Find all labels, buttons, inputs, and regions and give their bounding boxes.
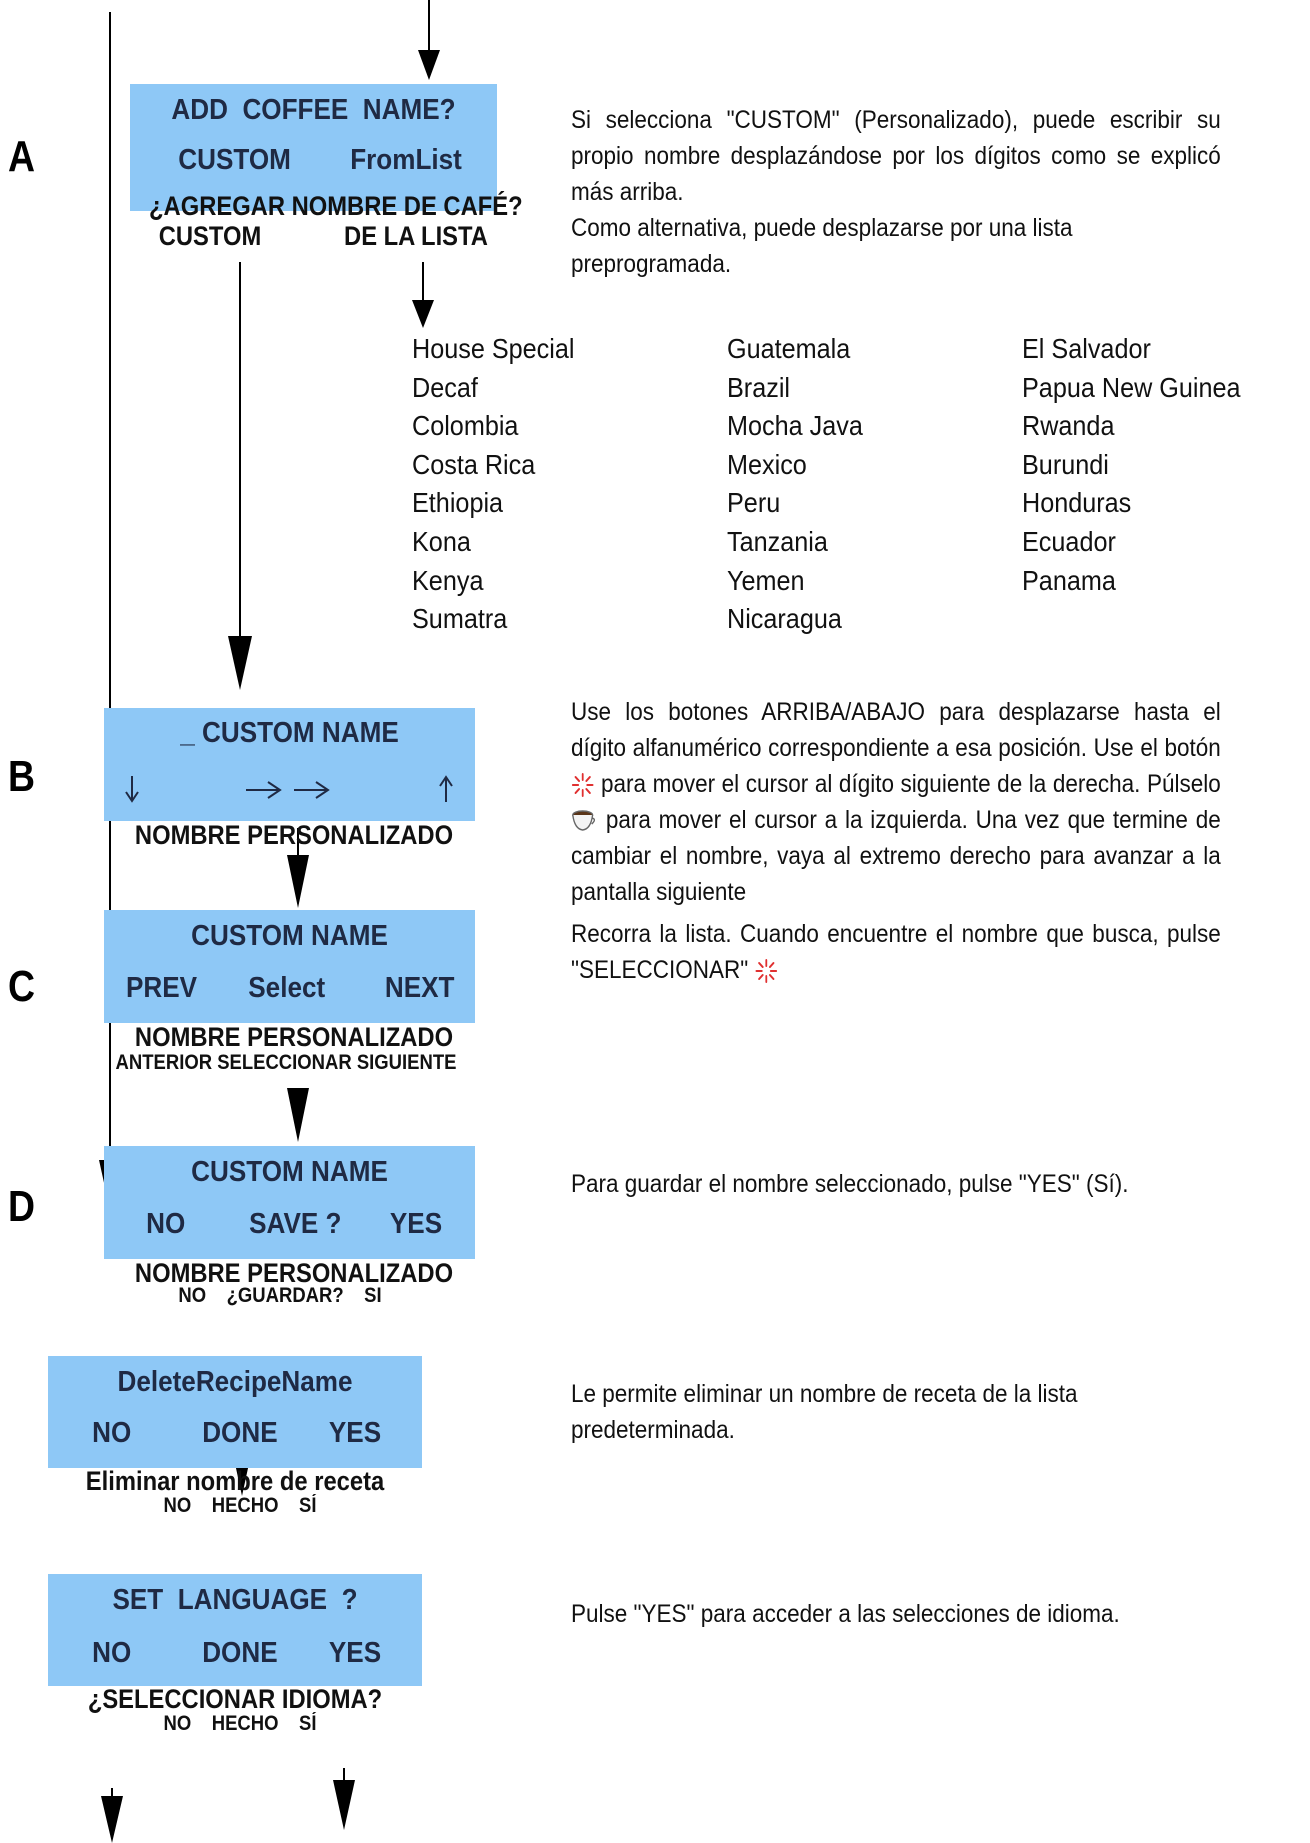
list-item: Honduras xyxy=(1022,487,1132,519)
save-prompt: SAVE ? xyxy=(249,1208,342,1240)
next-button[interactable]: NEXT xyxy=(384,972,455,1004)
caption-delete-recipe: Eliminar nombre de receta xyxy=(85,1466,385,1496)
list-item: Panama xyxy=(1022,564,1116,596)
note-language: Pulse "YES" para acceder a las seleccion… xyxy=(571,1600,1120,1628)
list-item: Burundi xyxy=(1022,448,1109,480)
list-item: Kenya xyxy=(412,564,484,596)
lcd-set-language: SET LANGUAGE ? NO DONE YES xyxy=(48,1574,422,1686)
no-button[interactable]: NO xyxy=(146,1208,186,1240)
note-a-custom: Si selecciona "CUSTOM" (Personalizado), … xyxy=(571,106,1221,206)
lcd-title: CUSTOM NAME xyxy=(191,1156,388,1188)
coffee-cup-icon xyxy=(572,810,596,832)
done-button[interactable]: DONE xyxy=(202,1417,278,1449)
arrow-to-b xyxy=(228,636,252,690)
done-button[interactable]: DONE xyxy=(202,1637,278,1669)
step-label-c: C xyxy=(8,962,36,1011)
yes-button[interactable]: YES xyxy=(328,1637,382,1669)
arrow-exit-left xyxy=(101,1796,123,1843)
note-b: Use los botones ARRIBA/ABAJO para despla… xyxy=(571,694,1221,910)
arrow-into-a xyxy=(418,50,440,80)
note-b-part3: para mover el cursor a la izquierda. Una… xyxy=(571,806,1221,906)
arrow-exit-right xyxy=(333,1780,355,1830)
lcd-custom-name-browse: CUSTOM NAME PREV Select NEXT xyxy=(104,910,475,1023)
no-button[interactable]: NO xyxy=(92,1417,132,1449)
list-item: Rwanda xyxy=(1022,410,1115,442)
sparkle-icon xyxy=(755,959,778,984)
caption-set-language: ¿SELECCIONAR IDIOMA? xyxy=(87,1684,383,1714)
lcd-add-coffee-name: ADD COFFEE NAME? CUSTOM FromList xyxy=(130,84,497,211)
caption-save-options: NO ¿GUARDAR? SI xyxy=(178,1284,382,1307)
list-item: Decaf xyxy=(412,371,478,403)
select-button[interactable]: Select xyxy=(248,972,326,1004)
list-item: Nicaragua xyxy=(727,603,842,635)
note-a-list: Como alternativa, puede desplazarse por … xyxy=(571,214,1073,278)
from-list-option[interactable]: FromList xyxy=(350,144,462,176)
list-item: Ethiopia xyxy=(412,487,504,519)
no-button[interactable]: NO xyxy=(92,1637,132,1669)
caption-custom-entry: NOMBRE PERSONALIZADO xyxy=(134,820,454,850)
custom-option[interactable]: CUSTOM xyxy=(178,144,291,176)
lcd-title: DeleteRecipeName xyxy=(117,1366,353,1398)
list-item: Costa Rica xyxy=(412,448,536,480)
list-item: El Salvador xyxy=(1022,333,1151,364)
note-delete: Le permite eliminar un nombre de receta … xyxy=(571,1380,1078,1444)
note-d: Para guardar el nombre seleccionado, pul… xyxy=(571,1170,1129,1198)
note-c: Recorra la lista. Cuando encuentre el no… xyxy=(571,916,1221,988)
caption-custom-browse: NOMBRE PERSONALIZADO xyxy=(134,1022,454,1052)
step-label-b: B xyxy=(8,752,36,801)
list-item: Kona xyxy=(412,525,471,557)
list-item: Sumatra xyxy=(412,603,508,635)
lcd-custom-name-entry: _ CUSTOM NAME xyxy=(104,708,475,821)
list-item: Peru xyxy=(727,487,781,519)
yes-button[interactable]: YES xyxy=(389,1208,443,1240)
lcd-delete-recipe-name: DeleteRecipeName NO DONE YES xyxy=(48,1356,422,1468)
list-item: Guatemala xyxy=(727,333,851,364)
list-item: Ecuador xyxy=(1022,525,1116,557)
note-a: Si selecciona "CUSTOM" (Personalizado), … xyxy=(571,102,1221,282)
coffee-list-col3: El Salvador Papua New Guinea Rwanda Buru… xyxy=(1022,330,1241,600)
list-item: Colombia xyxy=(412,410,519,442)
note-b-part1: Use los botones ARRIBA/ABAJO para despla… xyxy=(571,698,1221,762)
coffee-list-col2: Guatemala Brazil Mocha Java Mexico Peru … xyxy=(727,330,863,639)
caption-custom-save: NOMBRE PERSONALIZADO xyxy=(134,1258,454,1288)
lcd-title: ADD COFFEE NAME? xyxy=(171,94,456,126)
prev-button[interactable]: PREV xyxy=(125,972,198,1004)
coffee-list-col1: House Special Decaf Colombia Costa Rica … xyxy=(412,330,575,639)
right-arrows-icon[interactable] xyxy=(244,778,334,802)
list-item: Mexico xyxy=(727,448,807,480)
list-item: House Special xyxy=(412,333,575,364)
lcd-title: SET LANGUAGE ? xyxy=(112,1584,358,1616)
list-item: Tanzania xyxy=(727,525,828,557)
step-label-a: A xyxy=(8,132,36,181)
note-c-text: Recorra la lista. Cuando encuentre el no… xyxy=(571,920,1221,984)
down-arrow-icon[interactable] xyxy=(124,774,140,804)
list-item: Mocha Java xyxy=(727,410,863,442)
arrow-b-to-c xyxy=(287,855,309,908)
sparkle-icon xyxy=(571,773,594,798)
caption-from-list: DE LA LISTA xyxy=(344,221,488,251)
list-item: Papua New Guinea xyxy=(1022,371,1241,403)
lcd-title: CUSTOM NAME xyxy=(191,920,388,952)
caption-language-options: NO HECHO SÍ xyxy=(163,1712,317,1735)
caption-add-coffee: ¿AGREGAR NOMBRE DE CAFÉ? xyxy=(149,191,523,221)
list-item: Brazil xyxy=(727,371,791,403)
lcd-custom-name-save: CUSTOM NAME NO SAVE ? YES xyxy=(104,1146,475,1259)
arrow-to-list xyxy=(412,300,434,328)
caption-delete-options: NO HECHO SÍ xyxy=(163,1494,317,1517)
arrow-c-to-d xyxy=(287,1088,309,1142)
note-b-part2: para mover el cursor al dígito siguiente… xyxy=(600,770,1221,798)
list-item: Yemen xyxy=(727,564,805,596)
caption-browse-options: ANTERIOR SELECCIONAR SIGUIENTE xyxy=(115,1051,457,1074)
yes-button[interactable]: YES xyxy=(328,1417,382,1449)
caption-custom: CUSTOM xyxy=(158,221,262,251)
lcd-title: _ CUSTOM NAME xyxy=(180,717,399,749)
step-label-d: D xyxy=(8,1182,36,1231)
up-arrow-icon[interactable] xyxy=(438,774,454,804)
